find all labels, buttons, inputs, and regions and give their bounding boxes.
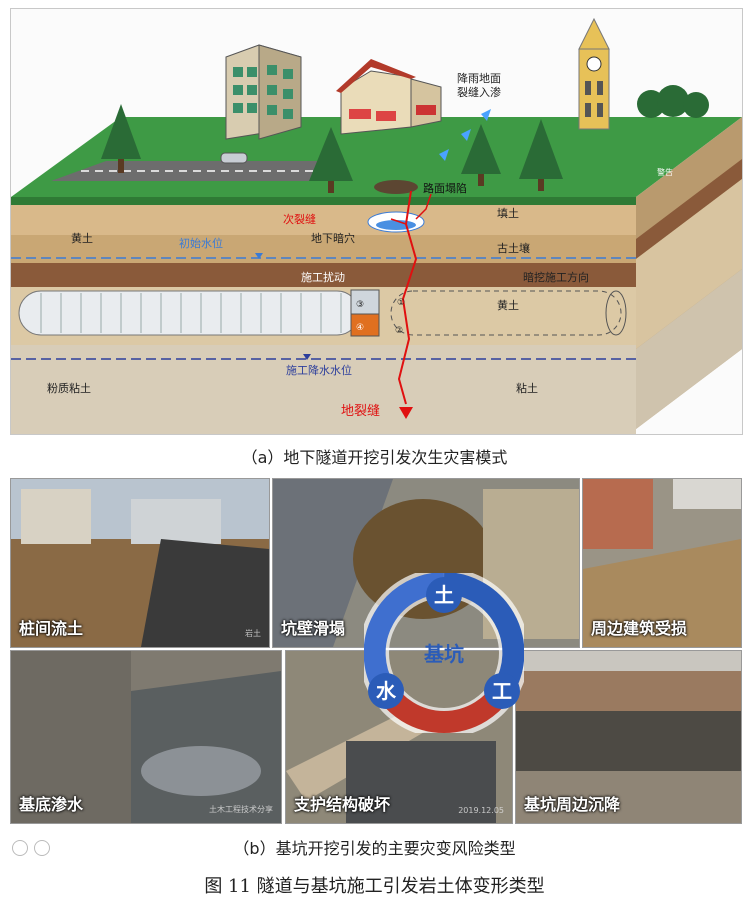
- cycle-label-top: 土: [434, 583, 454, 607]
- road-collapse-hole: [374, 180, 418, 194]
- cycle-label-right: 工: [492, 679, 512, 703]
- figure-caption: 图 11 隧道与基坑施工引发岩土体变形类型: [204, 876, 545, 897]
- figure-a-tunnel-diagram: 降雨地面裂缝入渗 路面塌陷 次裂缝 地下暗穴 黄土 初始水位 填土 古土壤 施工…: [10, 8, 743, 435]
- photo-watermark: 岩土: [245, 629, 261, 638]
- cycle-diagram: 土 水 工 基坑: [364, 573, 524, 733]
- clay-layer: [11, 345, 636, 434]
- fill-layer: [11, 205, 636, 235]
- label-ground-fissure: 地裂缝: [341, 404, 380, 419]
- logo-icon: [34, 840, 50, 856]
- label-paleosol: 古土壤: [497, 241, 530, 255]
- car: [220, 152, 248, 164]
- photo-label: 坑壁滑塌: [281, 619, 346, 638]
- loess-layer-upper: [11, 235, 636, 263]
- caption-figure-b: （b）基坑开挖引发的主要灾变风险类型: [233, 839, 516, 858]
- photo-watermark: 土木工程技术分享: [209, 805, 273, 814]
- photo-nearby-building-damage: 周边建筑受损: [582, 478, 742, 648]
- cycle-node-left: [368, 673, 404, 709]
- cycle-arc-left: [364, 573, 445, 694]
- photo-label: 周边建筑受损: [591, 619, 688, 638]
- marker-4: ④: [356, 323, 364, 333]
- warning-sign: 警告: [657, 167, 673, 177]
- label-cavity: 地下暗穴: [311, 231, 355, 245]
- building-shop: [336, 59, 442, 135]
- photo-label: 桩间流土: [19, 619, 84, 638]
- photo-pile-soil-flow: 桩间流土 岩土: [10, 478, 270, 648]
- photo-watermark: 2019.12.05: [458, 806, 504, 815]
- caption-figure-a: （a）地下隧道开挖引发次生灾害模式: [241, 448, 508, 467]
- cycle-node-right: [484, 673, 520, 709]
- label-initial-water-level: 初始水位: [179, 236, 223, 250]
- label-silty-clay-left: 粉质粘土: [47, 381, 91, 395]
- clock-tower: [578, 17, 610, 130]
- photo-bottom-seepage: 基底渗水 土木工程技术分享: [10, 650, 282, 824]
- photo-label: 支护结构破坏: [294, 795, 391, 814]
- label-silty-clay-right: 粘土: [516, 381, 538, 395]
- tunnel-diagram-svg: 降雨地面裂缝入渗 路面塌陷 次裂缝 地下暗穴 黄土 初始水位 填土 古土壤 施工…: [11, 9, 742, 434]
- label-loess-left: 黄土: [71, 231, 93, 245]
- label-dewatering-level: 施工降水水位: [286, 363, 352, 377]
- label-rain: 降雨地面裂缝入渗: [457, 71, 501, 99]
- label-loess-right: 黄土: [497, 298, 519, 312]
- marker-2: ②: [395, 326, 403, 336]
- label-fill: 填土: [497, 206, 519, 220]
- trees: [101, 85, 709, 193]
- photo-label: 基底渗水: [19, 795, 84, 814]
- cycle-center-label: 基坑: [424, 642, 464, 666]
- label-tunneling-direction: 暗挖施工方向: [523, 270, 589, 284]
- zoom-icon: [12, 840, 28, 856]
- marker-3: ③: [356, 300, 364, 310]
- cycle-arc-top: [443, 573, 524, 694]
- cycle-label-left: 水: [376, 679, 397, 703]
- rain-arrows: [439, 109, 491, 161]
- label-road-collapse: 路面塌陷: [423, 181, 467, 195]
- building-apartment: [225, 44, 302, 140]
- label-secondary-crack: 次裂缝: [283, 212, 316, 226]
- tunnel-face: [350, 289, 380, 337]
- tunnel-excavated: [18, 290, 360, 336]
- photo-label: 基坑周边沉降: [524, 795, 621, 814]
- marker-1: ①: [397, 298, 405, 308]
- paleosol-layer: [11, 263, 636, 287]
- photo-perimeter-settlement: 基坑周边沉降: [515, 650, 742, 824]
- cycle-node-top: [426, 577, 462, 613]
- label-construction-disturbance: 施工扰动: [301, 270, 345, 284]
- tunnel-planned: [390, 290, 622, 336]
